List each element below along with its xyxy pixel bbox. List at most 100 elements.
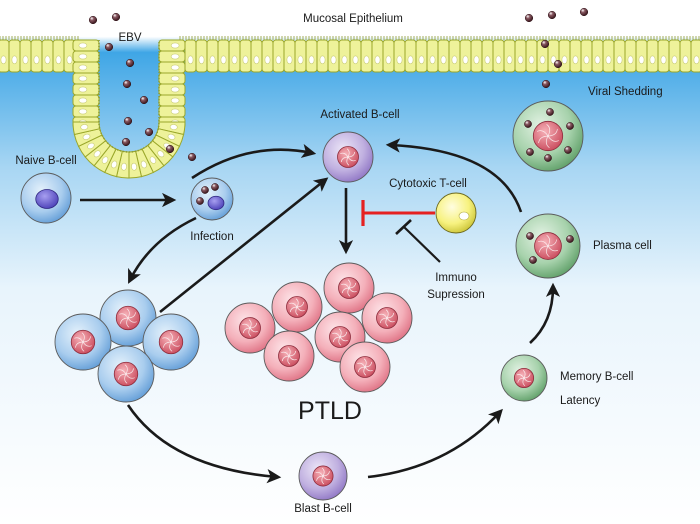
epithelial-cell [0,39,10,73]
ebv-virion [524,120,532,128]
ebv-virion [540,39,550,49]
ebv-virion [526,232,534,240]
epithelial-cell [30,39,43,73]
ebv-virion [88,15,98,25]
label-latency: Latency [560,395,601,407]
label-ebv: EBV [118,32,141,44]
nucleus [207,195,225,211]
cytotoxic-t-cell [435,192,477,234]
infected-b-cell [190,177,234,221]
epithelial-cell [580,39,593,73]
suppression-line [403,226,441,263]
epithelial-cell [305,39,318,73]
epithelial-cell [72,61,100,74]
blast-b-cell [298,451,348,501]
label-immuno-line-1: Immuno [435,272,477,284]
epithelial-cell [646,39,659,73]
epithelial-cell [404,39,417,73]
epithelial-cell [41,39,54,73]
epithelial-cell [250,39,263,73]
ebv-virion [125,58,135,68]
epithelial-cell [72,50,100,63]
ptld-cell [263,330,315,382]
epithelial-cell [72,72,100,85]
epithelial-cell [283,39,296,73]
epithelial-cell [184,39,197,73]
epithelial-cell [415,39,428,73]
labels: Mucosal Epithelium EBV Viral Shedding Ac… [15,13,662,515]
epithelial-cell [470,39,483,73]
label-immuno-line-2: Supression [427,289,485,301]
epithelial-cell [657,39,670,73]
epithelial-cell [591,39,604,73]
ptld-cell [271,281,323,333]
epithelial-cell [294,39,307,73]
epithelial-cell [558,39,571,73]
arrow-infection-to-activated [191,143,317,180]
ebv-virion [579,7,589,17]
arrow-infection-to-cluster [128,216,197,284]
epithelial-cell [19,39,32,73]
epithelial-cell [158,61,186,74]
activated-b-cell [322,131,374,183]
ptld-cell [361,292,413,344]
epithelial-cell [272,39,285,73]
epithelial-cell [327,39,340,73]
ebv-virion [526,148,534,156]
epithelial-cell [371,39,384,73]
pathway-arrows [80,138,561,484]
epithelial-cell [437,39,450,73]
epithelial-cell [206,39,219,73]
mucosal-epithelium-layer [0,36,700,179]
viral-shedding-cell [512,100,584,172]
ebv-virion [187,152,197,162]
epithelial-cell [426,39,439,73]
epithelial-cell [360,39,373,73]
epithelial-cell [679,39,692,73]
epithelial-cell [8,39,21,73]
ebv-virion [529,256,537,264]
epithelial-cell [158,72,186,85]
arrow-cluster-to-activated [159,177,329,314]
epithelial-cell [382,39,395,73]
epithelial-cell [668,39,681,73]
label-memory-b-cell: Memory B-cell [560,371,633,383]
ptld-cell [224,302,276,354]
ebv-virion [211,183,219,191]
ptld-cell [339,341,391,393]
ebv-virion [541,79,551,89]
epithelial-cell [158,94,186,107]
label-infection: Infection [190,231,233,243]
epithelial-cell [158,50,186,63]
ebv-virion [196,197,204,205]
epithelial-cell [492,39,505,73]
epithelial-cell [72,39,100,52]
ptld-cell [323,262,375,314]
epithelial-cell [602,39,615,73]
epithelial-cell [514,39,527,73]
ebv-virion [144,127,154,137]
epithelial-cell [72,121,101,136]
arrow-cluster-to-blast [126,404,282,484]
epithelial-cell [393,39,406,73]
cells-layer [20,100,584,501]
epithelial-cell [217,39,230,73]
epithelial-cell [316,39,329,73]
epithelial-cell [195,39,208,73]
ebv-virion [111,12,121,22]
proliferating-b-cell [142,313,200,371]
epithelial-cell [448,39,461,73]
memory-b-cell [500,354,548,402]
naive-b-cell [20,172,72,224]
epithelial-cell [613,39,626,73]
epithelial-cell [481,39,494,73]
epithelial-cell [52,39,65,73]
plasma-cell [515,213,581,279]
epithelial-cell [72,94,100,107]
nucleus [35,189,59,209]
epithelial-cell [349,39,362,73]
label-ptld: PTLD [298,397,362,425]
